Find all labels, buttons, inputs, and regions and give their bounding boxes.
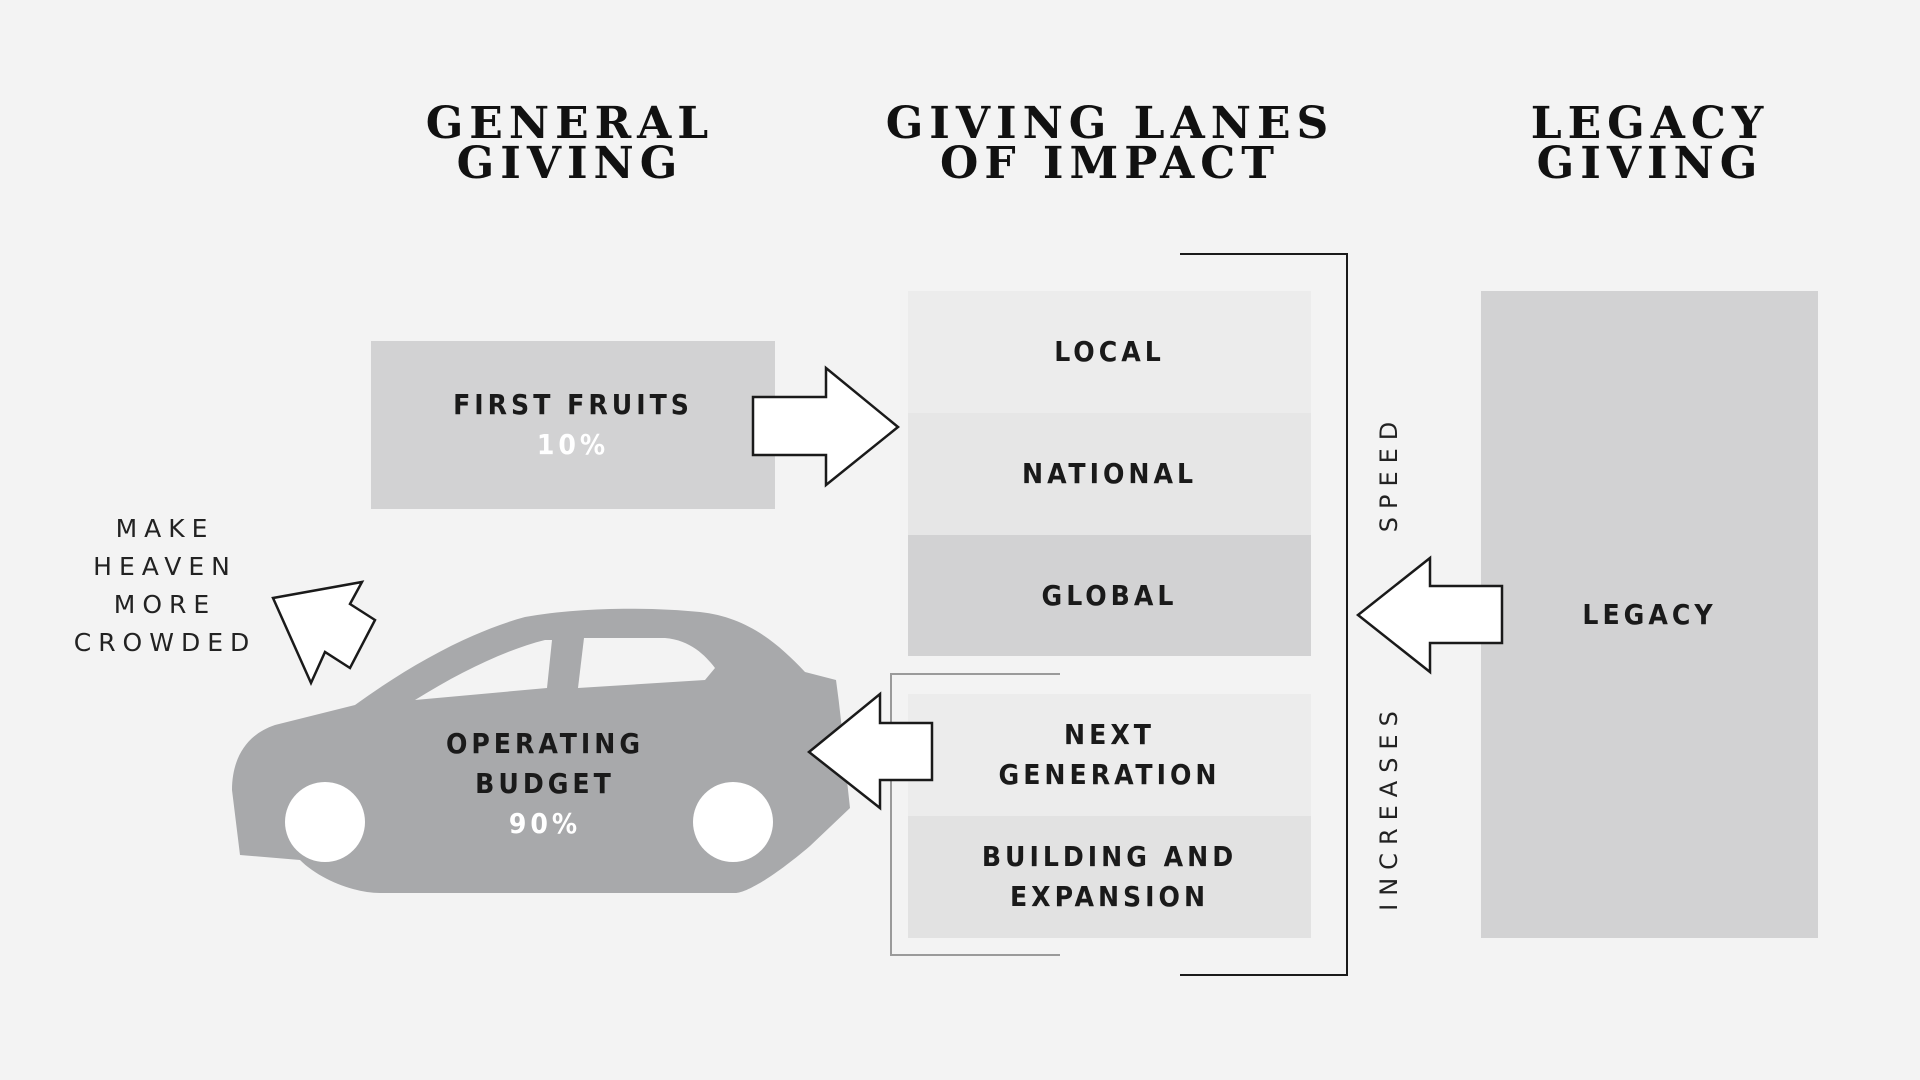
lane-national: NATIONAL <box>908 413 1311 535</box>
first-fruits-label: FIRST FRUITS <box>453 388 693 421</box>
car-rear-window-icon <box>415 640 552 700</box>
lane-local-label: LOCAL <box>1054 335 1165 368</box>
make-text-line3: MORE <box>113 590 217 619</box>
make-text-line4: CROWDED <box>73 628 257 657</box>
speed-label: SPEED <box>1375 413 1403 533</box>
arrow-up-left-icon <box>271 580 377 687</box>
car-front-window-icon <box>578 638 715 688</box>
legacy-box: LEGACY <box>1481 291 1818 938</box>
operating-budget-percent: 90% <box>508 807 582 840</box>
lane-global-label: GLOBAL <box>1041 578 1178 612</box>
first-fruits-box: FIRST FRUITS 10% <box>371 341 775 509</box>
first-fruits-percent: 10% <box>536 428 610 461</box>
make-heaven-more-crowded-text: MAKE HEAVEN MORE CROWDED <box>45 510 285 662</box>
heading-general-giving: GENERAL GIVING <box>420 98 720 189</box>
lower-lanes-bracket <box>890 673 1060 956</box>
legacy-box-label: LEGACY <box>1582 597 1717 631</box>
heading-general-line2: GIVING <box>456 138 684 189</box>
lane-building-line1: BUILDING AND <box>981 840 1238 873</box>
lane-next-generation: NEXT GENERATION <box>908 694 1311 816</box>
arrow-left-car-icon <box>807 691 934 811</box>
lane-next-generation-line2: GENERATION <box>998 758 1221 791</box>
operating-budget-line2: BUDGET <box>475 767 615 800</box>
make-text-line2: HEAVEN <box>93 552 237 581</box>
lane-local: LOCAL <box>908 291 1311 413</box>
increases-label: INCREASES <box>1375 703 1403 911</box>
lane-global: GLOBAL <box>908 535 1311 656</box>
car-front-wheel-icon <box>693 782 773 862</box>
lane-building-expansion: BUILDING AND EXPANSION <box>908 816 1311 938</box>
speed-bracket <box>1180 253 1348 976</box>
lane-next-generation-line1: NEXT <box>1064 718 1155 751</box>
operating-budget-label: OPERATING BUDGET 90% <box>395 724 695 844</box>
heading-legacy-giving: LEGACY GIVING <box>1500 98 1800 189</box>
heading-lanes-line2: OF IMPACT <box>940 138 1280 189</box>
lane-building-line2: EXPANSION <box>1009 880 1210 913</box>
operating-budget-line1: OPERATING <box>445 727 645 760</box>
lane-national-label: NATIONAL <box>1022 457 1197 490</box>
car-rear-wheel-icon <box>285 782 365 862</box>
heading-legacy-line1: LEGACY <box>1530 98 1770 149</box>
heading-lanes-line1: GIVING LANES <box>885 98 1335 149</box>
heading-giving-lanes: GIVING LANES OF IMPACT <box>880 98 1340 189</box>
heading-legacy-line2: GIVING <box>1536 138 1764 189</box>
arrow-left-legacy-icon <box>1355 555 1504 675</box>
make-text-line1: MAKE <box>115 514 215 543</box>
arrow-right-icon <box>751 365 900 488</box>
heading-general-line1: GENERAL <box>425 98 715 149</box>
